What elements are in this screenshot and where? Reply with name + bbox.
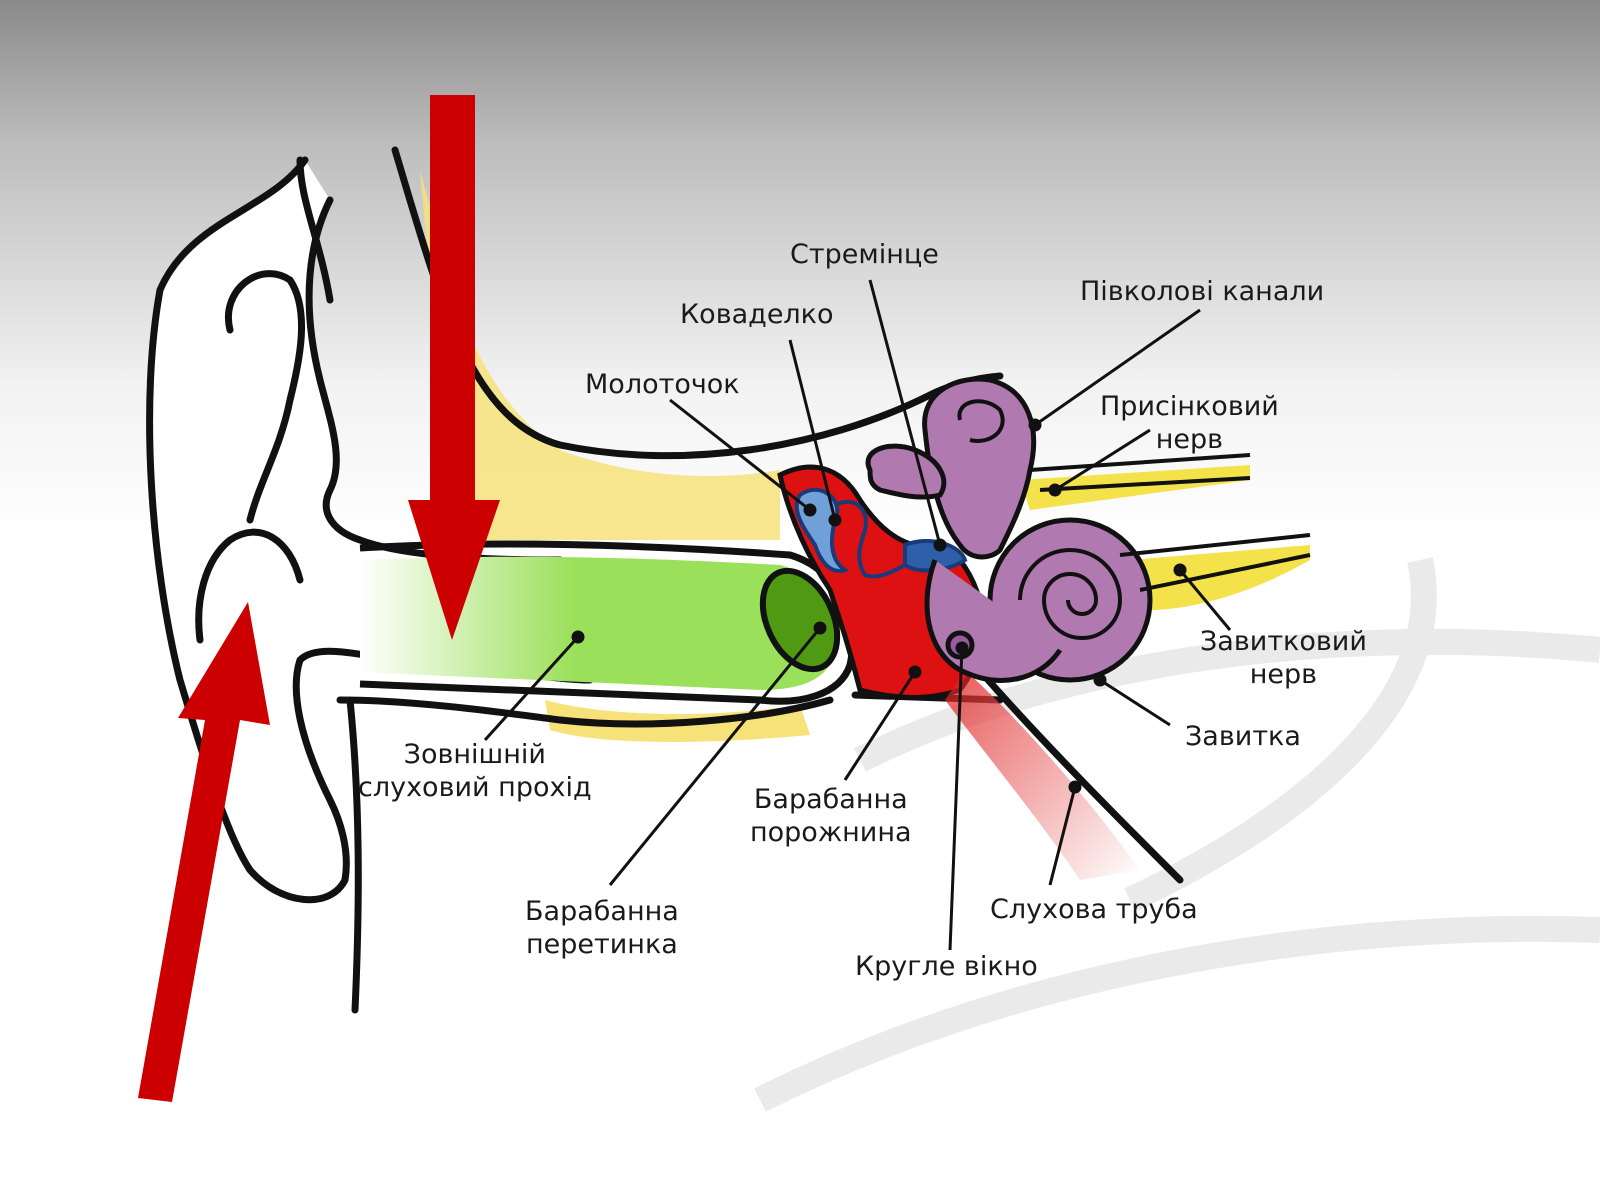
arrow-down-icon xyxy=(408,95,500,640)
label-round-window: Кругле вікно xyxy=(855,951,1038,982)
label-malleus: Молоточок xyxy=(585,369,740,400)
label-cochlea: Завитка xyxy=(1185,721,1301,752)
leader-lines xyxy=(483,279,1232,951)
ear-canal xyxy=(359,540,856,705)
label-semicircular-canals: Півколові канали xyxy=(1080,276,1325,307)
arrow-up-icon xyxy=(138,602,270,1102)
eardrum-shape xyxy=(759,567,841,673)
label-eustachian-tube: Слухова труба xyxy=(990,894,1198,925)
cochlea-spiral xyxy=(957,399,1123,640)
sound-arrows xyxy=(138,95,500,1102)
label-incus: Коваделко xyxy=(680,299,834,330)
eustachian-tube-shape xyxy=(945,670,1140,880)
label-stapes: Стремінце xyxy=(790,239,939,270)
nerves xyxy=(1029,453,1311,592)
